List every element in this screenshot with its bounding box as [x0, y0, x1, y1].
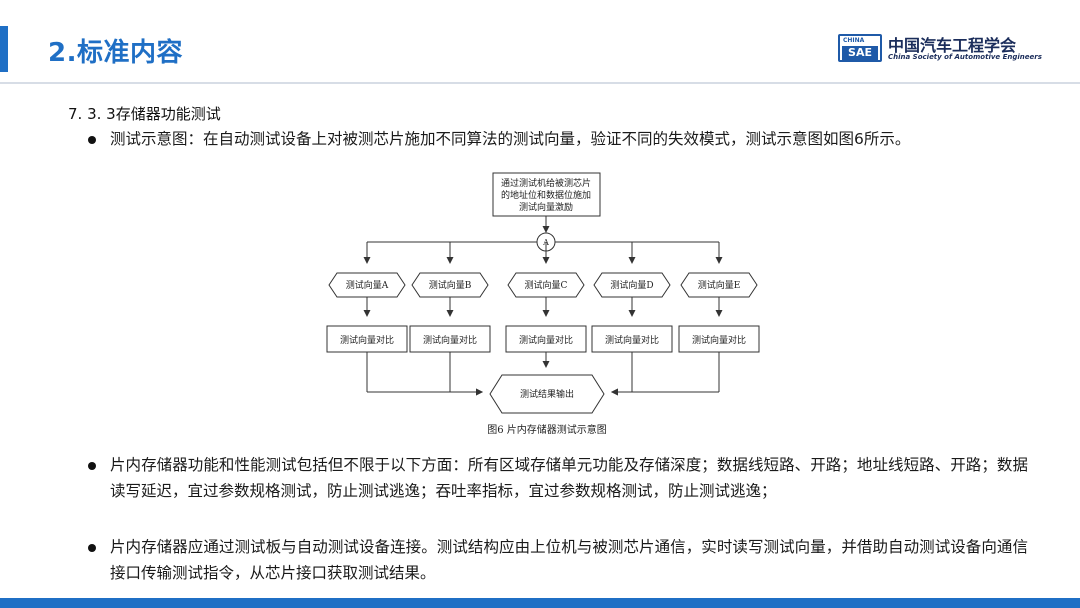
sae-badge-icon: CHINA SAE	[838, 34, 882, 62]
bullet-text: 测试示意图：在自动测试设备上对被测芯片施加不同算法的测试向量，验证不同的失效模式…	[110, 130, 911, 148]
vector-columns: 测试向量A测试向量对比测试向量B测试向量对比测试向量C测试向量对比测试向量D测试…	[326, 242, 760, 396]
vector-label: 测试向量B	[429, 279, 472, 291]
vector-label: 测试向量A	[346, 279, 389, 291]
start-text-line: 通过测试机给被测芯片	[501, 177, 591, 189]
start-text-line: 测试向量激励	[519, 201, 573, 213]
vector-label: 测试向量C	[525, 279, 568, 291]
bullet-dot	[88, 136, 96, 144]
output-box	[489, 374, 605, 414]
compare-box	[591, 325, 673, 353]
compare-box	[326, 325, 408, 353]
vector-label: 测试向量E	[698, 279, 741, 291]
memory-test-diagram: 通过测试机给被测芯片 的地址位和数据位施加 测试向量激励 A 测试向量A测试向量…	[326, 172, 760, 436]
compare-label: 测试向量对比	[519, 334, 573, 346]
logo-badge-top: CHINA	[843, 37, 865, 44]
compare-label: 测试向量对比	[692, 334, 746, 346]
compare-label: 测试向量对比	[605, 334, 659, 346]
bullet-text: 片内存储器功能和性能测试包括但不限于以下方面：所有区域存储单元功能及存储深度；数…	[110, 456, 1028, 500]
start-text-line: 的地址位和数据位施加	[501, 189, 591, 201]
section-heading: 7. 3. 3存储器功能测试	[68, 105, 221, 123]
compare-box	[505, 325, 587, 353]
title-accent-bar	[0, 26, 8, 72]
bullet-item: 片内存储器功能和性能测试包括但不限于以下方面：所有区域存储单元功能及存储深度；数…	[88, 452, 1028, 504]
footer-bar	[0, 598, 1080, 608]
compare-label: 测试向量对比	[423, 334, 477, 346]
output-label: 测试结果输出	[520, 388, 574, 400]
bullet-dot	[88, 544, 96, 552]
start-box	[492, 172, 601, 217]
bullet-dot	[88, 462, 96, 470]
vector-label: 测试向量D	[610, 279, 653, 291]
header-divider	[0, 82, 1080, 84]
logo-name-cn: 中国汽车工程学会	[888, 36, 1017, 55]
vector-box	[411, 272, 489, 298]
logo-badge-main: SAE	[842, 46, 878, 60]
figure-caption: 图6 片内存储器测试示意图	[487, 423, 607, 436]
compare-box	[409, 325, 491, 353]
bullet-text: 片内存储器应通过测试板与自动测试设备连接。测试结构应由上位机与被测芯片通信，实时…	[110, 538, 1028, 582]
bullet-item: 测试示意图：在自动测试设备上对被测芯片施加不同算法的测试向量，验证不同的失效模式…	[88, 126, 1028, 152]
page-title: 2.标准内容	[48, 38, 183, 68]
compare-label: 测试向量对比	[340, 334, 394, 346]
vector-box	[680, 272, 758, 298]
vector-box	[593, 272, 671, 298]
logo-name-en: China Society of Automotive Engineers	[888, 53, 1042, 61]
vector-box	[507, 272, 585, 298]
vector-box	[328, 272, 406, 298]
bullet-item: 片内存储器应通过测试板与自动测试设备连接。测试结构应由上位机与被测芯片通信，实时…	[88, 534, 1028, 586]
csae-logo: CHINA SAE 中国汽车工程学会 China Society of Auto…	[838, 34, 1063, 64]
